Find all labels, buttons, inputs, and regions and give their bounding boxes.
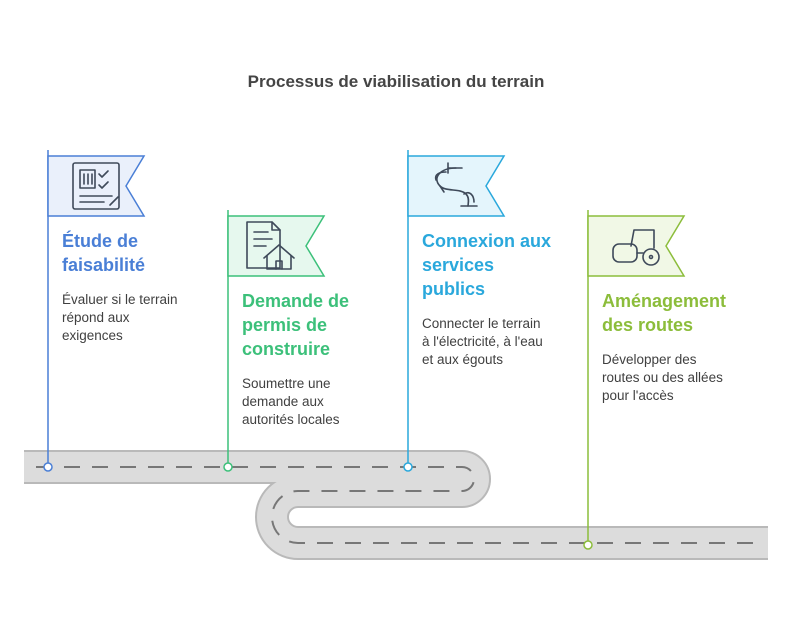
step-title-permit: Demande de permis de construire bbox=[242, 291, 350, 359]
step-flag bbox=[47, 155, 146, 217]
step-flag bbox=[407, 155, 506, 217]
step-description-feasibility: Évaluer si le terrain répond aux exigenc… bbox=[62, 292, 178, 343]
step-utilities bbox=[403, 150, 506, 472]
road-roller-icon bbox=[612, 229, 660, 266]
step-roads bbox=[583, 210, 686, 550]
step-feasibility bbox=[43, 150, 146, 472]
step-title-feasibility: Étude de faisabilité bbox=[62, 231, 146, 275]
step-marker bbox=[43, 462, 53, 472]
page-title: Processus de viabilisation du terrain bbox=[247, 72, 545, 91]
step-marker bbox=[223, 462, 233, 472]
step-description-permit: Soumettre une demande aux autorités loca… bbox=[242, 376, 340, 427]
step-title-roads: Aménagement des routes bbox=[602, 291, 727, 335]
step-description-utilities: Connecter le terrain à l'électricité, à … bbox=[422, 316, 543, 367]
permit-document-house-icon bbox=[246, 221, 295, 270]
road bbox=[24, 450, 768, 560]
step-marker bbox=[403, 462, 413, 472]
step-permit bbox=[223, 210, 326, 472]
feasibility-checklist-icon bbox=[72, 162, 120, 210]
step-description-roads: Développer des routes ou des allées pour… bbox=[602, 352, 723, 403]
step-marker bbox=[583, 540, 593, 550]
step-flag bbox=[227, 215, 326, 277]
road-surface bbox=[24, 452, 768, 558]
utility-pipe-icon bbox=[434, 162, 478, 207]
step-title-utilities: Connexion aux services publics bbox=[422, 231, 552, 299]
